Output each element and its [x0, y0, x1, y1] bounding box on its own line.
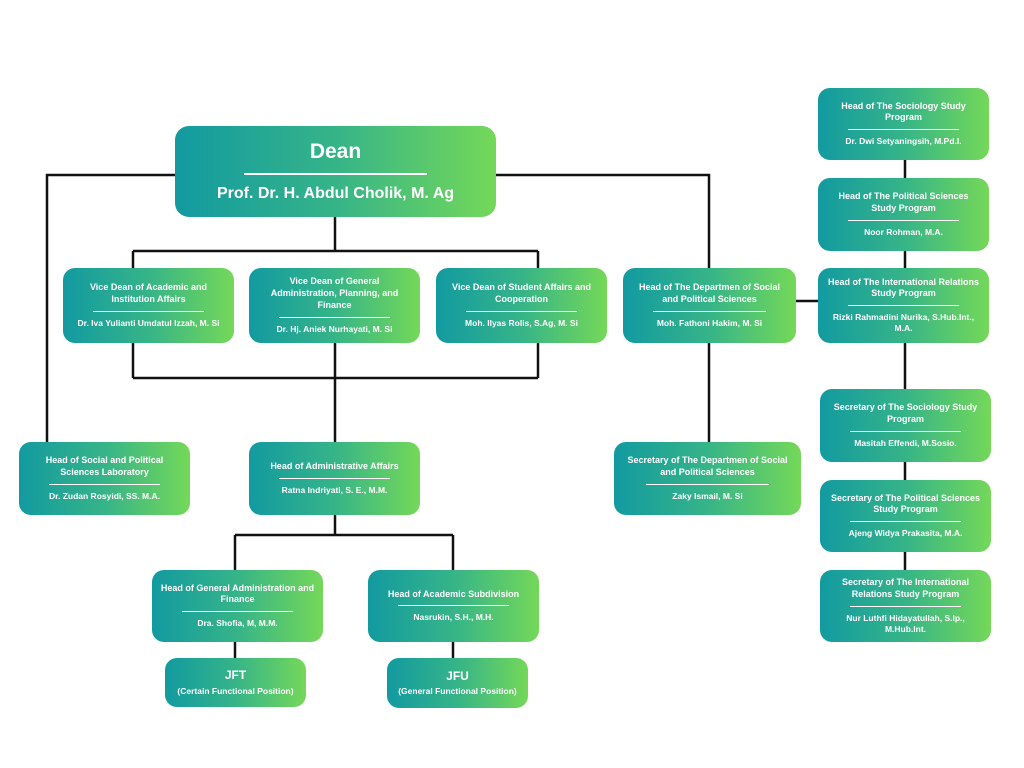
sociology-head-box: Head of The Sociology Study Program Dr. …: [818, 88, 989, 160]
vice-dean-student-divider: [465, 310, 578, 312]
academic-subdivision-head-divider: [397, 605, 510, 607]
vice-dean-administration-name: Dr. Hj. Aniek Nurhayati, M. Si: [276, 323, 393, 334]
lab-head-name: Dr. Zudan Rosyidi, SS. M.A.: [49, 490, 160, 501]
jft-subtitle: (Certain Functional Position): [177, 685, 294, 696]
sociology-head-name: Dr. Dwi Setyaningsih, M.Pd.I.: [845, 136, 962, 147]
political-sciences-head-title: Head of The Political Sciences Study Pro…: [838, 191, 969, 213]
sociology-secretary-box: Secretary of The Sociology Study Program…: [820, 389, 991, 462]
vice-dean-academic-name: Dr. Iva Yulianti Umdatul Izzah, M. Si: [77, 317, 220, 328]
general-admin-head-title: Head of General Administration and Finan…: [160, 582, 315, 605]
department-head-title: Head of The Departmen of Social and Poli…: [638, 282, 781, 304]
political-sciences-secretary-name: Ajeng Widya Prakasita, M.A.: [848, 528, 963, 539]
admin-head-divider: [278, 477, 391, 479]
lab-head-divider: [48, 483, 161, 485]
vice-dean-academic-title: Vice Dean of Academic and Institution Af…: [89, 282, 208, 304]
dean-title: Dean: [309, 140, 362, 164]
vice-dean-academic-box: Vice Dean of Academic and Institution Af…: [63, 268, 234, 343]
jft-title: JFT: [224, 668, 247, 683]
international-relations-head-box: Head of The International Relations Stud…: [818, 268, 989, 343]
academic-subdivision-head-title: Head of Academic Subdivision: [387, 588, 520, 599]
academic-subdivision-head-name: Nasrukin, S.H., M.H.: [413, 612, 494, 623]
dean-name: Prof. Dr. H. Abdul Cholik, M. Ag: [216, 184, 455, 202]
international-relations-secretary-divider: [849, 605, 962, 607]
vice-dean-administration-title: Vice Dean of General Administration, Pla…: [270, 276, 399, 310]
vice-dean-student-box: Vice Dean of Student Affairs and Coopera…: [436, 268, 607, 343]
jft-box: JFT (Certain Functional Position): [165, 658, 306, 707]
international-relations-secretary-name: Nur Luthfi Hidayatullah, S.Ip., M.Hub.In…: [846, 612, 965, 634]
lab-head-box: Head of Social and Political Sciences La…: [19, 442, 190, 515]
international-relations-secretary-title: Secretary of The International Relations…: [841, 577, 970, 599]
vice-dean-academic-divider: [92, 310, 205, 312]
department-secretary-divider: [645, 483, 770, 485]
lab-head-title: Head of Social and Political Sciences La…: [45, 455, 164, 477]
sociology-secretary-name: Masitah Effendi, M.Sosio.: [854, 437, 957, 448]
international-relations-head-name: Rizki Rahmadini Nurika, S.Hub.Int., M.A.: [832, 312, 975, 334]
vice-dean-administration-divider: [278, 316, 391, 318]
international-relations-secretary-box: Secretary of The International Relations…: [820, 570, 991, 642]
connector-dean-to-dept: [496, 173, 711, 268]
vice-dean-student-name: Moh. Ilyas Rolis, S.Ag, M. Si: [465, 317, 578, 328]
department-head-divider: [652, 310, 767, 312]
international-relations-head-divider: [847, 305, 960, 307]
international-relations-head-title: Head of The International Relations Stud…: [827, 276, 980, 299]
sociology-secretary-divider: [849, 430, 962, 432]
vice-dean-administration-box: Vice Dean of General Administration, Pla…: [249, 268, 420, 343]
department-secretary-name: Zaky Ismail, M. Si: [672, 490, 743, 501]
political-sciences-head-divider: [847, 219, 960, 221]
political-sciences-head-name: Noor Rohman, M.A.: [864, 226, 943, 237]
sociology-head-title: Head of The Sociology Study Program: [841, 100, 966, 123]
connector-dean-to-lab: [45, 173, 175, 442]
admin-head-box: Head of Administrative Affairs Ratna Ind…: [249, 442, 420, 515]
admin-head-name: Ratna Indriyati, S. E., M.M.: [281, 484, 388, 495]
political-sciences-head-box: Head of The Political Sciences Study Pro…: [818, 178, 989, 251]
jfu-subtitle: (General Functional Position): [398, 686, 517, 697]
sociology-secretary-title: Secretary of The Sociology Study Program: [833, 402, 978, 424]
jfu-box: JFU (General Functional Position): [387, 658, 528, 708]
department-secretary-title: Secretary of The Departmen of Social and…: [627, 455, 788, 477]
political-sciences-secretary-box: Secretary of The Political Sciences Stud…: [820, 480, 991, 552]
department-secretary-box: Secretary of The Departmen of Social and…: [614, 442, 801, 515]
admin-head-title: Head of Administrative Affairs: [270, 461, 399, 472]
political-sciences-secretary-title: Secretary of The Political Sciences Stud…: [830, 492, 981, 515]
jfu-title: JFU: [446, 668, 469, 683]
vice-dean-student-title: Vice Dean of Student Affairs and Coopera…: [451, 282, 592, 304]
department-head-box: Head of The Departmen of Social and Poli…: [623, 268, 796, 343]
sociology-head-divider: [847, 129, 960, 131]
dean-box: Dean Prof. Dr. H. Abdul Cholik, M. Ag: [175, 126, 496, 217]
department-head-name: Moh. Fathoni Hakim, M. Si: [656, 317, 763, 328]
academic-subdivision-head-box: Head of Academic Subdivision Nasrukin, S…: [368, 570, 539, 642]
general-admin-head-box: Head of General Administration and Finan…: [152, 570, 323, 642]
dean-divider: [244, 172, 427, 175]
general-admin-head-divider: [181, 611, 294, 613]
political-sciences-secretary-divider: [849, 521, 962, 523]
general-admin-head-name: Dra. Shofia, M, M.M.: [197, 618, 278, 629]
